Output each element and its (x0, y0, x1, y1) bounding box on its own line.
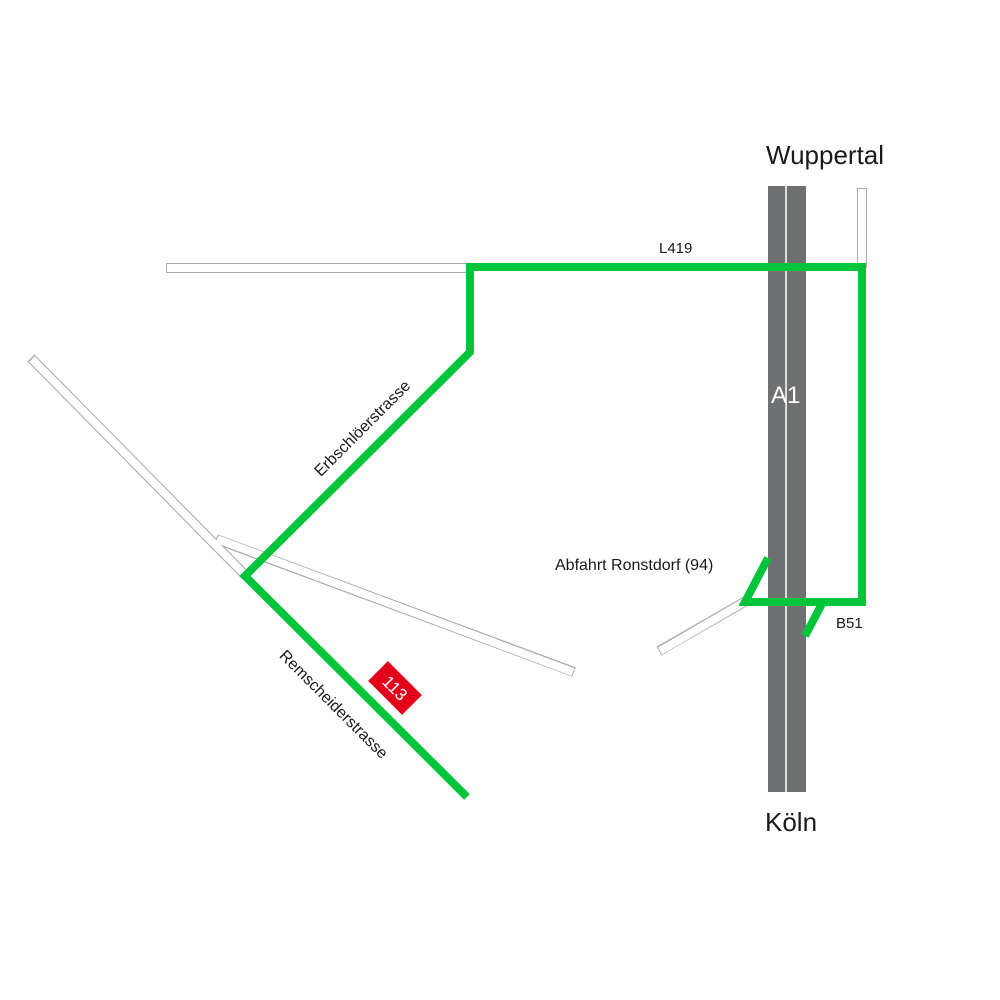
house-number-marker: 113 (368, 661, 422, 715)
label-erbschloerstrasse: Erbschlöerstrasse (312, 377, 415, 480)
label-l419: L419 (659, 240, 692, 257)
label-b51: B51 (836, 615, 863, 632)
label-wuppertal: Wuppertal (766, 140, 884, 170)
motorway-a1 (768, 186, 806, 792)
label-koeln: Köln (765, 807, 817, 837)
label-exit-ronstdorf: Abfahrt Ronstdorf (94) (555, 557, 713, 574)
route-path (239, 263, 866, 800)
minor-roads (27, 188, 867, 677)
label-a1: A1 (771, 382, 800, 409)
